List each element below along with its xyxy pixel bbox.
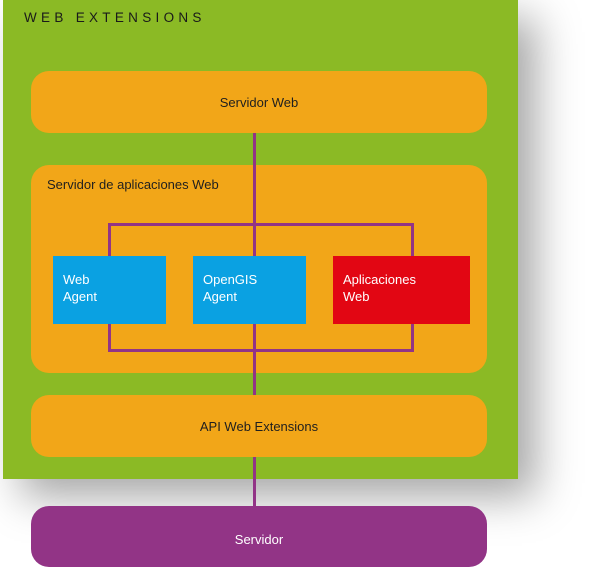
module-line2: Agent (203, 289, 237, 304)
module-line1: Web (63, 272, 90, 287)
web-server-label: Servidor Web (219, 95, 299, 110)
web-server-layer: Servidor Web (31, 71, 487, 133)
module-line2: Web (343, 289, 370, 304)
module-web-agent: Web Agent (53, 256, 166, 324)
server-label: Servidor (234, 532, 284, 547)
api-layer: API Web Extensions (31, 395, 487, 457)
module-web-applications: Aplicaciones Web (333, 256, 470, 324)
module-opengis-agent: OpenGIS Agent (193, 256, 306, 324)
module-line1: OpenGIS (203, 272, 258, 287)
module-line2: Agent (63, 289, 97, 304)
server-layer: Servidor (31, 506, 487, 567)
module-line1: Aplicaciones (343, 272, 416, 287)
api-label: API Web Extensions (199, 419, 319, 434)
panel-title: WEB EXTENSIONS (24, 10, 206, 25)
app-server-label: Servidor de aplicaciones Web (47, 177, 219, 192)
